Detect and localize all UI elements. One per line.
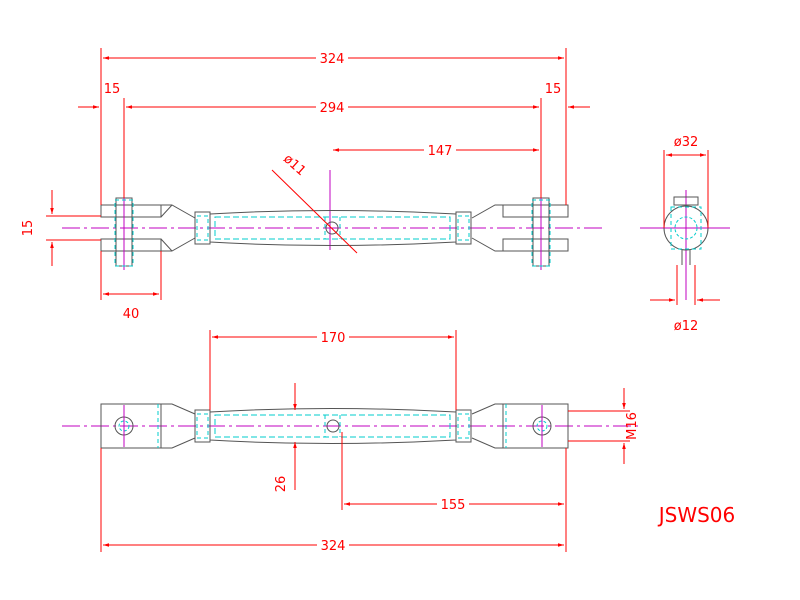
dim-body-length: 170 bbox=[321, 331, 346, 346]
dim-right-length: 155 bbox=[441, 498, 466, 513]
dim-right-offset: 15 bbox=[545, 82, 562, 97]
right-jaw bbox=[471, 195, 569, 270]
dim-jaw-length: 40 bbox=[123, 307, 140, 322]
dim-half-length: 147 bbox=[428, 144, 453, 159]
dim-bottom-overall: 324 bbox=[321, 539, 346, 554]
dim-end-dia: ø32 bbox=[674, 135, 699, 150]
dim-top-overall: 324 bbox=[320, 52, 345, 67]
dim-thread: M16 bbox=[625, 412, 640, 440]
side-view bbox=[640, 190, 730, 300]
dim-center-offset: 26 bbox=[274, 476, 289, 493]
drawing-code: JSWS06 bbox=[657, 503, 736, 527]
dim-pin-dia: ø12 bbox=[674, 319, 699, 334]
side-dimensions: ø32 ø12 bbox=[650, 135, 720, 334]
dim-jaw-gap: 15 bbox=[21, 220, 36, 237]
dim-hole-dia: ø11 bbox=[280, 152, 308, 180]
top-view bbox=[62, 170, 606, 270]
left-jaw bbox=[100, 195, 196, 270]
bottom-view bbox=[62, 403, 640, 449]
bottom-dimensions: 170 M16 26 155 324 bbox=[100, 329, 640, 554]
top-dimensions: 324 294 15 15 147 ø11 15 40 bbox=[21, 48, 590, 322]
dim-left-offset: 15 bbox=[104, 82, 121, 97]
dim-pin-centers: 294 bbox=[320, 101, 345, 116]
